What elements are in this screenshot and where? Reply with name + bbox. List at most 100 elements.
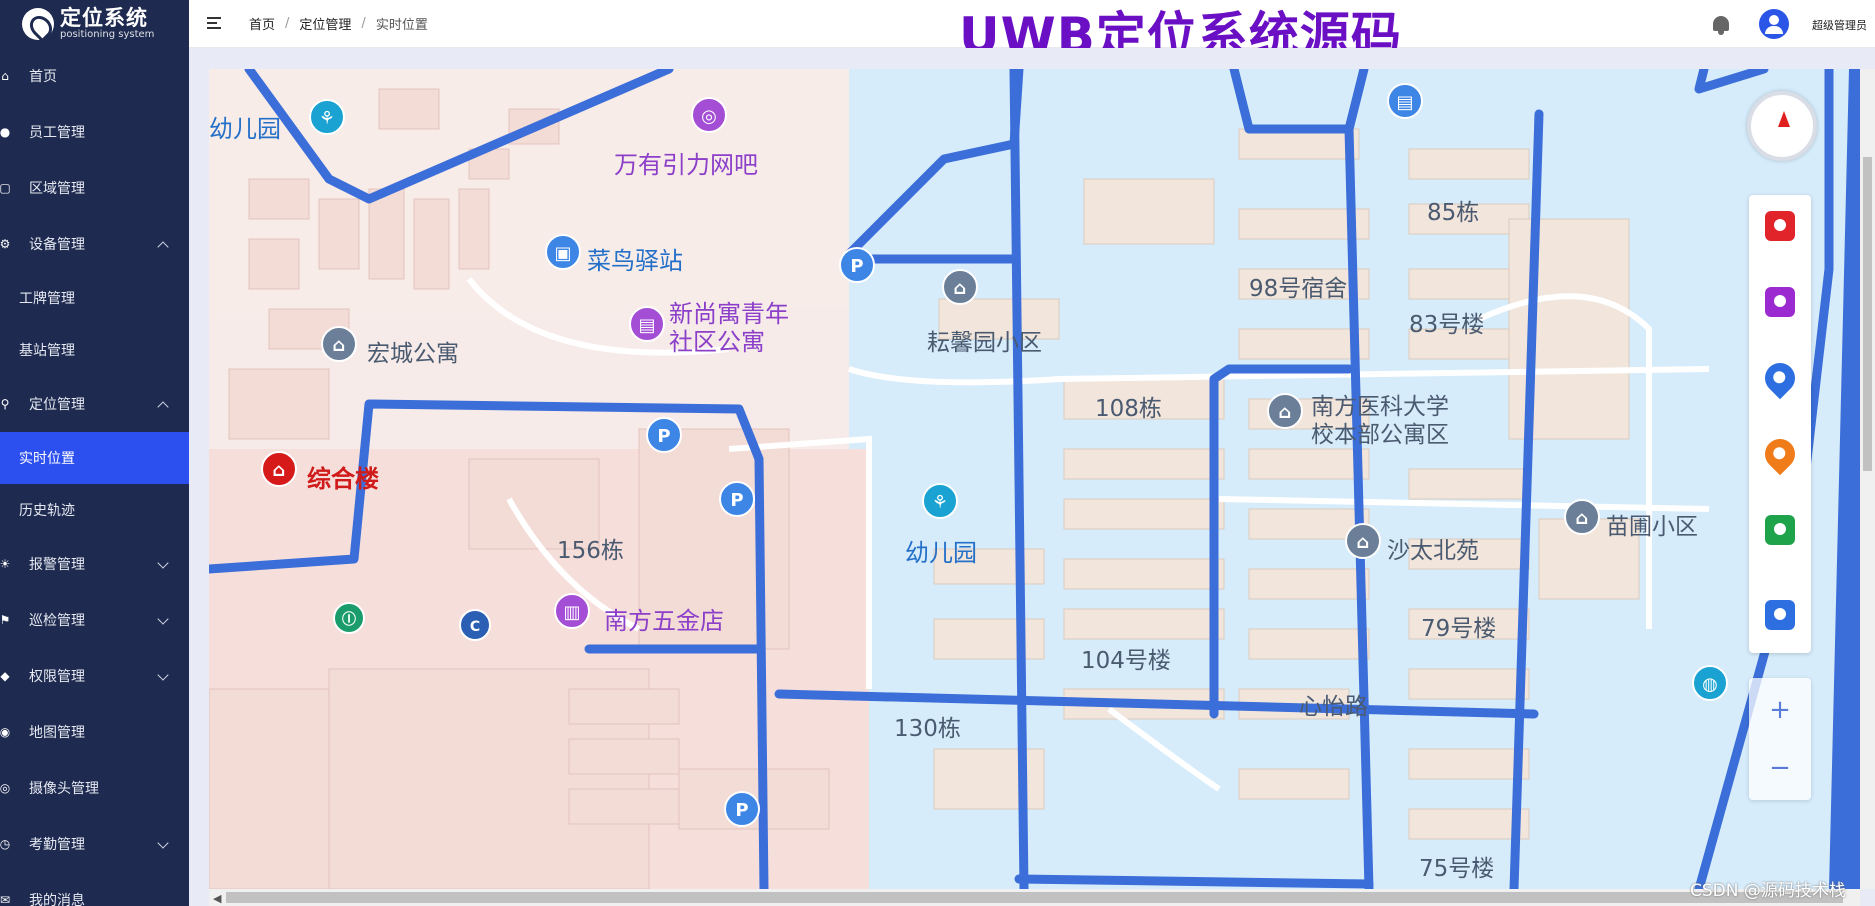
map-label: 社区公寓 xyxy=(669,328,765,356)
breadcrumb-location[interactable]: 定位管理 xyxy=(299,18,352,33)
sidebar-item-label: 首页 xyxy=(29,69,57,85)
shop-marker-icon[interactable]: ▥ xyxy=(554,593,590,629)
kindergarten-marker-icon[interactable]: ⚘ xyxy=(309,99,345,135)
base-station-icon[interactable] xyxy=(1758,356,1802,400)
top-header: 首页 / 定位管理 / 实时位置 UWB定位系统源码 超级管理员 xyxy=(189,0,1875,65)
clock-icon: ◷ xyxy=(0,837,11,851)
sidebar-item-messages[interactable]: ✉ 我的消息 xyxy=(0,872,189,906)
sidebar-item-area[interactable]: ▢ 区域管理 xyxy=(0,160,189,216)
sidebar-menu: ⌂ 首页 ● 员工管理 ▢ 区域管理 ⚙ 设备管理 工牌管理 基站管理 xyxy=(0,48,189,906)
map-label: 万有引力网吧 xyxy=(614,151,758,179)
residence-marker-icon[interactable]: ⌂ xyxy=(1267,393,1303,429)
residence-marker-icon[interactable]: ⌂ xyxy=(1345,523,1381,559)
bell-icon[interactable] xyxy=(1711,14,1731,36)
user-name[interactable]: 超级管理员 xyxy=(1812,19,1867,32)
shield-icon: ◆ xyxy=(0,669,10,683)
zoom-in-button[interactable]: + xyxy=(1769,695,1791,725)
recreation-marker-icon[interactable]: ◍ xyxy=(1692,665,1728,701)
breadcrumb-current: 实时位置 xyxy=(375,18,428,33)
sidebar-item-attendance[interactable]: ◷ 考勤管理 xyxy=(0,816,189,872)
logo-subtitle: positioning system xyxy=(60,29,155,40)
zoom-control: + − xyxy=(1749,678,1811,800)
kindergarten-marker-icon[interactable]: ⚘ xyxy=(922,483,958,519)
sidebar-item-label: 实时位置 xyxy=(19,451,75,467)
map-label: 104号楼 xyxy=(1081,648,1171,674)
chevron-down-icon xyxy=(157,669,169,681)
building-red-marker-icon[interactable]: ⌂ xyxy=(261,451,297,487)
delivery-marker-icon[interactable]: ▣ xyxy=(545,234,581,270)
building-marker-icon[interactable]: ⌂ xyxy=(321,326,357,362)
map-label: 156栋 xyxy=(557,538,624,564)
sidebar-item-camera[interactable]: ◎ 摄像头管理 xyxy=(0,760,189,816)
sidebar-item-staff[interactable]: ● 员工管理 xyxy=(0,104,189,160)
residence-marker-icon[interactable]: ⌂ xyxy=(942,269,978,305)
sidebar-item-label: 工牌管理 xyxy=(19,291,75,307)
map-label: 耘馨园小区 xyxy=(927,330,1042,356)
sidebar-item-label: 设备管理 xyxy=(29,237,85,253)
map-label: 98号宿舍 xyxy=(1249,276,1348,302)
sidebar-item-location[interactable]: ⚲ 定位管理 xyxy=(0,376,189,432)
sidebar-item-badge[interactable]: 工牌管理 xyxy=(0,272,189,324)
residence-marker-icon[interactable]: ⌂ xyxy=(1564,499,1600,535)
sidebar-item-device[interactable]: ⚙ 设备管理 xyxy=(0,216,189,272)
bank-marker-icon[interactable]: C xyxy=(459,609,491,641)
map-base xyxy=(209,69,1860,889)
breadcrumb-separator: / xyxy=(361,16,366,31)
bank-marker-icon[interactable]: Ⓘ xyxy=(333,602,365,634)
alarm-icon: ☀ xyxy=(0,557,11,571)
breadcrumb-home[interactable]: 首页 xyxy=(249,18,276,33)
sidebar-item-history[interactable]: 历史轨迹 xyxy=(0,484,189,536)
chevron-down-icon xyxy=(157,557,169,569)
horizontal-scrollbar[interactable]: ◀ xyxy=(209,889,1860,906)
staff-card-icon[interactable] xyxy=(1765,211,1795,241)
chevron-down-icon xyxy=(157,837,169,849)
map-label: 苗圃小区 xyxy=(1606,514,1698,540)
device-icon: ⚙ xyxy=(0,237,11,251)
sidebar-item-label: 摄像头管理 xyxy=(29,781,99,797)
sidebar-item-inspection[interactable]: ⚑ 巡检管理 xyxy=(0,592,189,648)
parking-marker-icon[interactable]: P xyxy=(646,417,682,453)
sidebar-item-base-station[interactable]: 基站管理 xyxy=(0,324,189,376)
map-label: 新尚寓青年 xyxy=(669,300,789,328)
game-marker-icon[interactable]: ◎ xyxy=(691,97,727,133)
map-area-icon[interactable] xyxy=(1765,600,1795,630)
vertical-scrollbar[interactable] xyxy=(1860,69,1875,889)
menu-toggle-icon[interactable] xyxy=(207,16,223,31)
hotel-marker-icon[interactable]: ▤ xyxy=(629,306,665,342)
hotel-marker-icon[interactable]: ▤ xyxy=(1387,83,1423,119)
sidebar-item-alarm[interactable]: ☀ 报警管理 xyxy=(0,536,189,592)
sidebar-item-home[interactable]: ⌂ 首页 xyxy=(0,48,189,104)
map-canvas[interactable]: ⚘ ◎ ▣ ▤ ⌂ ⌂ P P P P ▥ ⚘ ⌂ ⌂ ⌂ ⌂ ▤ ◍ Ⓘ C … xyxy=(209,69,1860,889)
alarm-light-icon[interactable] xyxy=(1765,287,1795,317)
location-icon: ⚲ xyxy=(0,397,10,411)
zoom-out-button[interactable]: − xyxy=(1769,753,1791,783)
inspection-icon: ⚑ xyxy=(0,613,11,627)
sidebar-item-label: 区域管理 xyxy=(29,181,85,197)
sidebar-item-map[interactable]: ◉ 地图管理 xyxy=(0,704,189,760)
logo-icon xyxy=(22,8,54,40)
map-label: 108栋 xyxy=(1095,396,1162,422)
location-pin-icon[interactable] xyxy=(1758,432,1802,476)
home-fence-icon[interactable] xyxy=(1765,515,1795,545)
map-label: 宏城公寓 xyxy=(367,341,459,367)
sidebar-item-label: 权限管理 xyxy=(29,669,85,685)
sidebar-item-label: 员工管理 xyxy=(29,125,85,141)
parking-marker-icon[interactable]: P xyxy=(724,791,760,827)
map-label: 综合楼 xyxy=(307,465,379,493)
home-icon: ⌂ xyxy=(1,69,9,83)
sidebar-item-permission[interactable]: ◆ 权限管理 xyxy=(0,648,189,704)
map-label: 沙太北苑 xyxy=(1387,538,1479,564)
chevron-up-icon xyxy=(157,401,169,413)
map-label: 83号楼 xyxy=(1409,312,1485,338)
avatar[interactable] xyxy=(1759,9,1789,39)
sidebar-item-realtime[interactable]: 实时位置 xyxy=(0,432,189,484)
chevron-left-icon[interactable]: ◀ xyxy=(213,892,222,905)
chevron-down-icon xyxy=(157,613,169,625)
parking-marker-icon[interactable]: P xyxy=(839,247,875,283)
compass-icon[interactable] xyxy=(1747,91,1817,161)
map-label: 心怡路 xyxy=(1299,694,1368,720)
sidebar-item-label: 地图管理 xyxy=(29,725,85,741)
map-label: 79号楼 xyxy=(1421,616,1497,642)
parking-marker-icon[interactable]: P xyxy=(719,481,755,517)
